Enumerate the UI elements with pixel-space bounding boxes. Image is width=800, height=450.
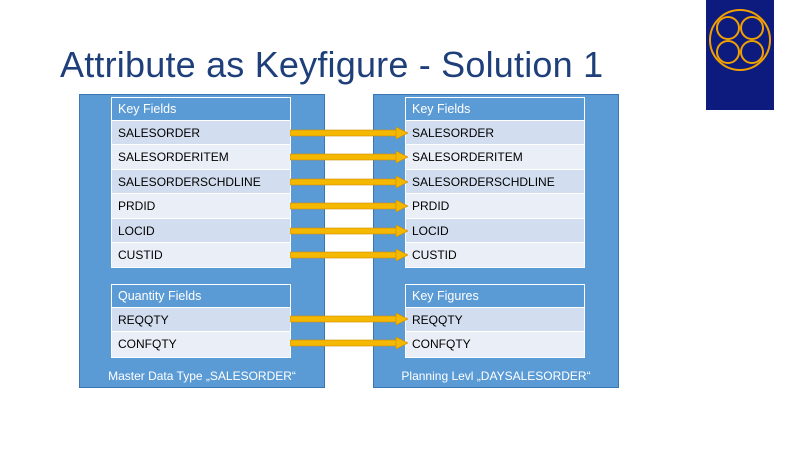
- mapping-arrow: [290, 225, 408, 237]
- table-row: CUSTID: [112, 242, 290, 268]
- table-row: PRDID: [406, 194, 584, 219]
- table-row: CONFQTY: [112, 332, 290, 357]
- mapping-arrow: [290, 249, 408, 261]
- table-row: SALESORDERSCHDLINE: [406, 169, 584, 195]
- mapping-arrow: [290, 337, 408, 349]
- panel-caption: Planning Levl „DAYSALESORDER“: [401, 369, 591, 383]
- table-row: CUSTID: [406, 242, 584, 268]
- table-header: Key Fields: [406, 98, 584, 121]
- table-row: CONFQTY: [406, 332, 584, 357]
- table-header: Key Figures: [406, 285, 584, 308]
- mapping-arrow: [290, 313, 408, 325]
- slide-title: Attribute as Keyfigure - Solution 1: [60, 44, 604, 85]
- mapping-arrow: [290, 200, 408, 212]
- table-header: Quantity Fields: [112, 285, 290, 308]
- planning-level-panel: Key Fields SALESORDER SALESORDERITEM SAL…: [373, 94, 619, 388]
- left-key-fields-table: Key Fields SALESORDER SALESORDERITEM SAL…: [111, 97, 291, 269]
- four-circles-logo-icon: [709, 9, 771, 71]
- mapping-arrow: [290, 151, 408, 163]
- logo: [706, 0, 774, 110]
- mapping-arrow: [290, 127, 408, 139]
- table-row: SALESORDER: [112, 121, 290, 146]
- table-row: REQQTY: [406, 308, 584, 333]
- table-row: SALESORDER: [406, 121, 584, 146]
- table-row: REQQTY: [112, 308, 290, 333]
- right-key-figures-table: Key Figures REQQTY CONFQTY: [405, 284, 585, 358]
- right-key-fields-table: Key Fields SALESORDER SALESORDERITEM SAL…: [405, 97, 585, 269]
- table-header: Key Fields: [112, 98, 290, 121]
- table-row: LOCID: [406, 218, 584, 243]
- table-row: PRDID: [112, 194, 290, 219]
- panel-caption: Master Data Type „SALESORDER“: [108, 369, 296, 383]
- table-row: SALESORDERITEM: [406, 145, 584, 170]
- table-row: SALESORDERSCHDLINE: [112, 169, 290, 195]
- mapping-arrow: [290, 176, 408, 188]
- master-data-type-panel: Key Fields SALESORDER SALESORDERITEM SAL…: [79, 94, 325, 388]
- table-row: LOCID: [112, 218, 290, 243]
- left-quantity-fields-table: Quantity Fields REQQTY CONFQTY: [111, 284, 291, 358]
- table-row: SALESORDERITEM: [112, 145, 290, 170]
